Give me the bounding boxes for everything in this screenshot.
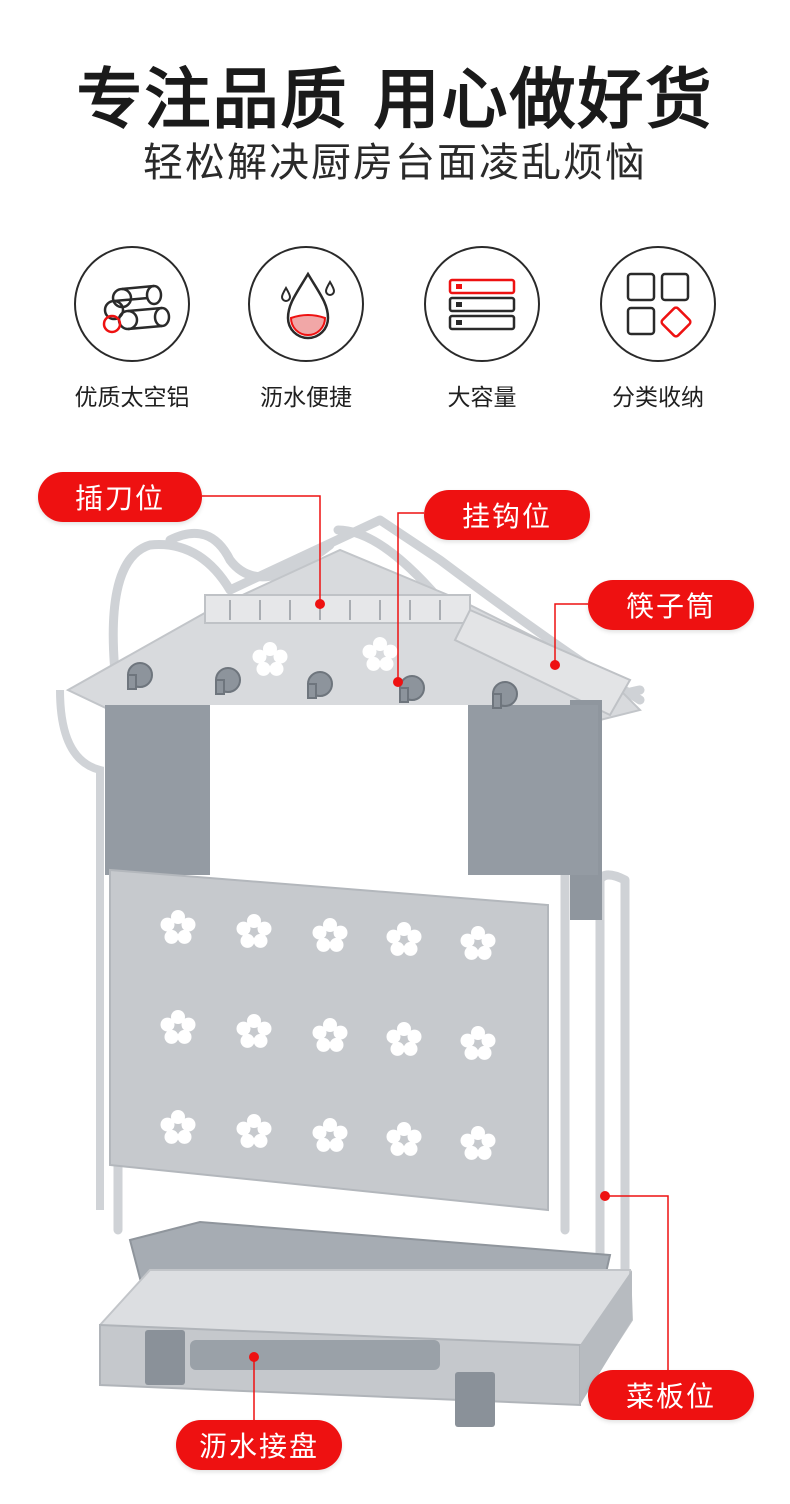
headline: 专注品质 用心做好货 (76, 61, 714, 138)
feature-label: 分类收纳 (612, 385, 704, 411)
feature-ring (424, 246, 540, 362)
chopstick-holder (453, 608, 632, 717)
feature-label: 优质太空铝 (74, 385, 190, 411)
feature-ring (74, 246, 190, 362)
feature-list: 优质太空铝 沥水便捷 大容量 (0, 246, 790, 426)
feature-drain: 沥水便捷 (226, 246, 386, 412)
water-drop-icon (280, 271, 336, 340)
front-panel (109, 868, 549, 1212)
knife-rack-illustration (56, 495, 669, 1427)
feature-label: 大容量 (447, 385, 517, 411)
aluminum-rods-icon (102, 284, 171, 334)
feature-label: 沥水便捷 (260, 385, 352, 411)
feature-capacity: 大容量 (402, 246, 562, 412)
feature-sort: 分类收纳 (578, 246, 738, 412)
feature-ring (600, 246, 716, 362)
feature-ring (248, 246, 364, 362)
callout-chopstick-holder: 筷子筒 (588, 580, 754, 630)
callout-knife-slot: 插刀位 (38, 472, 202, 522)
subheadline: 轻松解决厨房台面凌乱烦恼 (143, 140, 647, 186)
knife-slot-block (65, 548, 642, 722)
callout-drain-tray: 沥水接盘 (176, 1420, 342, 1470)
stacked-shelves-icon (448, 278, 516, 331)
callout-cutting-board-slot: 菜板位 (588, 1370, 754, 1420)
feature-aluminum: 优质太空铝 (52, 246, 212, 412)
callout-hook-slot: 挂钩位 (424, 490, 590, 540)
category-grid-icon (626, 272, 692, 338)
